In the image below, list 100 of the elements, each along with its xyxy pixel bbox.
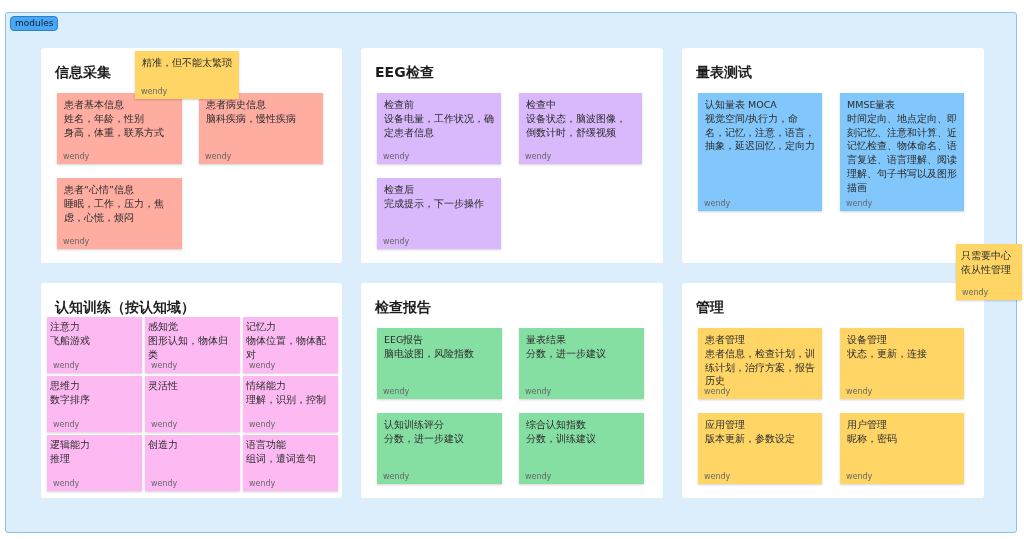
author-name: wendy <box>151 361 178 371</box>
note-heading: 患者基本信息 <box>64 98 125 112</box>
panel-title: 检查报告 <box>375 299 431 317</box>
note-heading: 检查前 <box>384 98 415 112</box>
author-name: wendy <box>53 361 80 371</box>
note-heading: 检查中 <box>526 98 557 112</box>
note-heading: 患者“心情”信息 <box>64 183 135 197</box>
author-name: wendy <box>383 237 410 247</box>
note-text: 版本更新，参数设定 <box>705 431 796 446</box>
note-text: 图形认知，物体归类 <box>148 333 229 361</box>
note-text: 分数，训练建议 <box>526 431 597 446</box>
sticky-note <box>145 435 240 491</box>
note-heading: 精准，但不能太繁琐 <box>142 56 232 70</box>
sticky-note <box>135 51 239 99</box>
note-text: 理解，识别，控制 <box>246 392 327 407</box>
panel-title: 认知训练（按认知域） <box>55 299 195 317</box>
panel-card <box>41 48 342 263</box>
note-text: 脑电波图，风险指数 <box>384 346 475 361</box>
author-name: wendy <box>525 472 552 482</box>
note-text: 分数，进一步建议 <box>526 346 607 361</box>
sticky-note <box>57 178 182 249</box>
panel-card <box>41 283 342 498</box>
sticky-note <box>47 435 142 491</box>
note-text: 数字排序 <box>50 392 91 407</box>
note-heading: 设备管理 <box>847 333 888 347</box>
sticky-note <box>698 93 822 211</box>
author-name: wendy <box>704 199 731 209</box>
sticky-note <box>519 413 644 484</box>
author-name: wendy <box>151 420 178 430</box>
sticky-note <box>47 376 142 432</box>
panel-title: EEG检查 <box>375 64 434 82</box>
note-heading: 量表结果 <box>526 333 567 347</box>
author-name: wendy <box>383 387 410 397</box>
sticky-note <box>243 435 338 491</box>
note-heading: 用户管理 <box>847 418 888 432</box>
author-name: wendy <box>249 479 276 489</box>
sticky-note <box>840 93 964 211</box>
note-heading: EEG报告 <box>384 333 425 347</box>
sticky-note <box>519 93 642 164</box>
panel-card <box>361 48 663 263</box>
sticky-note <box>840 413 964 484</box>
author-name: wendy <box>63 152 90 162</box>
frame-background <box>5 12 1017 533</box>
panel-card <box>361 283 663 498</box>
sticky-note <box>377 328 502 399</box>
author-name: wendy <box>205 152 232 162</box>
note-text: 设备电量，工作状况，确定患者信息 <box>384 111 494 140</box>
note-text: 物体位置，物体配对 <box>246 333 327 361</box>
author-name: wendy <box>249 361 276 371</box>
sticky-note <box>377 93 501 164</box>
panel-title: 信息采集 <box>55 64 111 82</box>
note-heading: 感知觉 <box>148 320 179 334</box>
note-text: 完成提示，下一步操作 <box>384 196 485 211</box>
author-name: wendy <box>141 87 168 97</box>
author-name: wendy <box>525 152 552 162</box>
sticky-note <box>47 317 142 373</box>
author-name: wendy <box>704 472 731 482</box>
author-name: wendy <box>846 387 873 397</box>
note-heading: 只需要中心依从性管理 <box>961 249 1012 277</box>
author-name: wendy <box>53 420 80 430</box>
panel-title: 管理 <box>696 299 724 317</box>
sticky-note <box>519 328 644 399</box>
note-text: 飞船游戏 <box>50 333 91 348</box>
note-heading: 认知量表 MOCA <box>705 98 778 112</box>
note-heading: 患者管理 <box>705 333 746 347</box>
sticky-note <box>145 317 240 373</box>
note-text: 分数，进一步建议 <box>384 431 465 446</box>
author-name: wendy <box>383 152 410 162</box>
note-heading: 逻辑能力 <box>50 438 91 452</box>
note-heading: 思维力 <box>50 379 81 393</box>
sticky-note <box>698 328 822 399</box>
panel-title: 量表测试 <box>696 64 752 82</box>
note-text: 睡眠，工作，压力，焦虑，心慌，烦闷 <box>64 196 165 225</box>
author-name: wendy <box>151 479 178 489</box>
sticky-note <box>840 328 964 399</box>
sticky-note <box>698 413 822 484</box>
note-heading: 情绪能力 <box>246 379 287 393</box>
note-text: 推理 <box>50 451 71 466</box>
note-text: 患者信息，检查计划，训练计划，治疗方案，报告历史 <box>705 346 815 387</box>
author-name: wendy <box>383 472 410 482</box>
note-heading: 综合认知指数 <box>526 418 587 432</box>
note-text: 姓名，年龄，性别 <box>64 111 145 126</box>
note-heading: 患者病史信息 <box>206 98 267 112</box>
note-text: 设备状态，脑波图像，倒数计时，舒缓视频 <box>526 111 627 140</box>
author-name: wendy <box>846 472 873 482</box>
note-text: 身高，体重，联系方式 <box>64 125 165 140</box>
author-name: wendy <box>53 479 80 489</box>
sticky-note <box>377 413 502 484</box>
sticky-note <box>199 93 323 164</box>
note-heading: 认知训练评分 <box>384 418 445 432</box>
note-heading: 检查后 <box>384 183 415 197</box>
note-heading: 灵活性 <box>148 379 179 393</box>
sticky-note <box>377 178 501 249</box>
note-text: 时间定向、地点定向、即刻记忆、注意和计算、近记忆检查、物体命名、语言复述、语言理解、阅读理解、句子书写以及图形描画 <box>847 111 957 195</box>
note-text: 脑科疾病，慢性疾病 <box>206 111 297 126</box>
note-text: 昵称，密码 <box>847 431 898 446</box>
note-heading: 应用管理 <box>705 418 746 432</box>
author-name: wendy <box>962 288 989 298</box>
note-heading: 创造力 <box>148 438 179 452</box>
note-heading: 注意力 <box>50 320 81 334</box>
